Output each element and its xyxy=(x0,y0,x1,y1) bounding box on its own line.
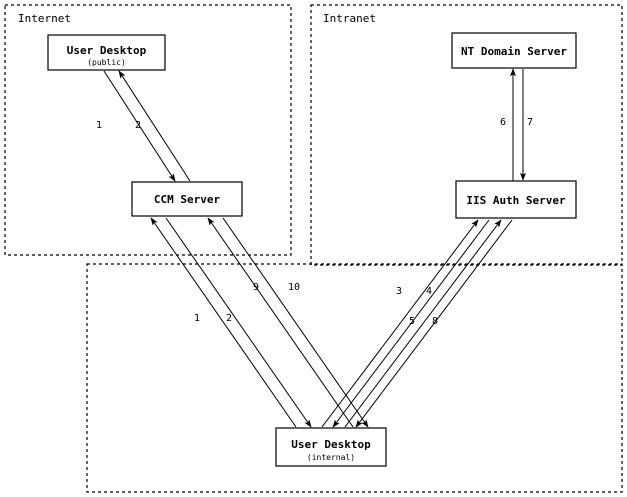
step-label-2-internal: 2 xyxy=(226,313,232,324)
node-iis-auth-server-title: IIS Auth Server xyxy=(466,194,566,207)
flow-9-internal-to-ccm xyxy=(207,217,354,428)
node-user-desktop-public[interactable]: User Desktop (public) xyxy=(47,34,166,71)
step-label-9: 9 xyxy=(253,282,259,293)
node-ccm-server-title: CCM Server xyxy=(154,193,221,206)
flow-3-internal-to-iis xyxy=(321,219,479,428)
flow-5-internal-to-iis xyxy=(344,219,502,428)
zone-intranet-label: Intranet xyxy=(323,12,376,25)
node-user-desktop-internal-box[interactable] xyxy=(275,427,387,467)
node-user-desktop-internal[interactable]: User Desktop (internal) xyxy=(275,427,387,467)
node-iis-auth-server[interactable]: IIS Auth Server xyxy=(455,180,577,219)
flow-1-internal-line xyxy=(150,217,297,428)
zone-internet: Internet xyxy=(4,4,292,256)
flow-2-ccm-to-internal xyxy=(165,217,312,428)
node-user-desktop-public-box[interactable] xyxy=(47,34,166,71)
step-label-6: 6 xyxy=(500,117,506,128)
step-label-4: 4 xyxy=(426,286,432,297)
zone-internet-label: Internet xyxy=(18,12,71,25)
flow-8-iis-to-internal xyxy=(355,219,513,428)
flow-2-internal-line xyxy=(165,217,312,428)
step-label-10: 10 xyxy=(288,282,300,293)
zone-internal-border xyxy=(86,263,623,493)
flow-9-line xyxy=(207,217,354,428)
zone-internal-network xyxy=(86,263,623,493)
node-nt-domain-server[interactable]: NT Domain Server xyxy=(451,32,577,69)
node-ccm-server-box[interactable] xyxy=(131,181,243,217)
step-label-7: 7 xyxy=(527,117,533,128)
step-label-3: 3 xyxy=(396,286,402,297)
node-nt-domain-server-title: NT Domain Server xyxy=(461,45,567,58)
flow-4-line xyxy=(332,219,490,428)
flow-10-ccm-to-internal xyxy=(222,217,369,428)
flow-4-iis-to-internal xyxy=(332,219,490,428)
node-nt-domain-server-box[interactable] xyxy=(451,32,577,69)
step-label-5: 5 xyxy=(409,316,415,327)
node-user-desktop-public-title: User Desktop xyxy=(67,44,147,57)
flow-10-line xyxy=(222,217,369,428)
node-iis-auth-server-box[interactable] xyxy=(455,180,577,219)
zone-internet-border xyxy=(4,4,292,256)
node-ccm-server[interactable]: CCM Server xyxy=(131,181,243,217)
step-labels: 1 2 6 7 9 10 3 4 1 2 5 8 xyxy=(96,117,533,327)
step-label-1-internal: 1 xyxy=(194,313,200,324)
step-label-1-public: 1 xyxy=(96,120,102,131)
flow-2-public-line xyxy=(118,70,191,182)
step-label-8: 8 xyxy=(432,316,438,327)
node-user-desktop-internal-title: User Desktop xyxy=(291,438,371,451)
flow-1-public-line xyxy=(103,70,176,182)
node-user-desktop-public-subtitle: (public) xyxy=(87,58,126,67)
step-label-2-public: 2 xyxy=(135,120,141,131)
node-user-desktop-internal-subtitle: (internal) xyxy=(307,453,355,462)
flow-1-internal-to-ccm xyxy=(150,217,297,428)
flow-3-line xyxy=(321,219,479,428)
flow-2-ccm-to-public xyxy=(118,70,191,182)
flow-5-line xyxy=(344,219,502,428)
flow-8-line xyxy=(355,219,513,428)
flow-1-public-to-ccm xyxy=(103,70,176,182)
